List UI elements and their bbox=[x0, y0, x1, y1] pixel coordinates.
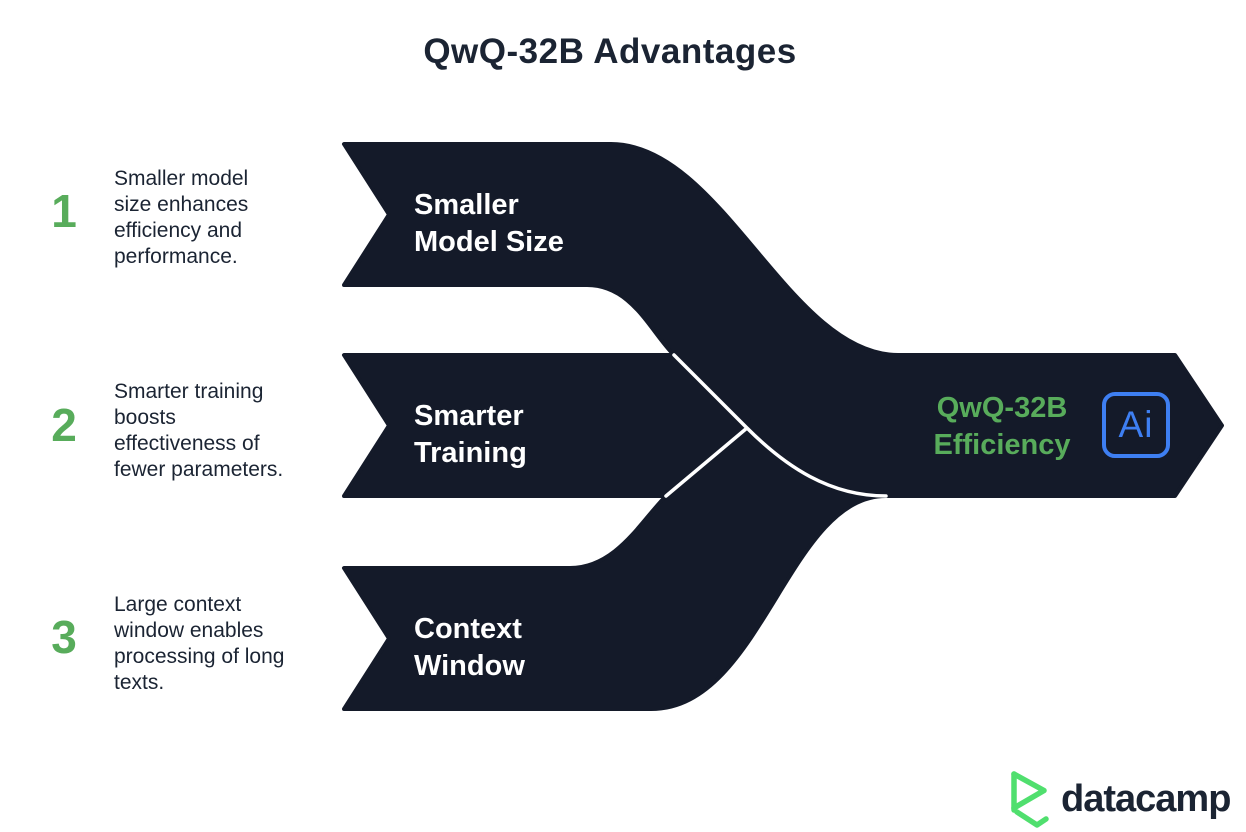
step-description-1: Smaller model size enhances efficiency a… bbox=[114, 167, 249, 268]
step-number-2: 2 bbox=[51, 399, 77, 451]
step-number-3: 3 bbox=[51, 611, 77, 663]
band-separator-lines bbox=[664, 353, 888, 498]
step-description-3: Large context window enables processing … bbox=[114, 593, 285, 694]
page-title: QwQ-32B Advantages bbox=[423, 32, 797, 71]
arrow-bands-shape bbox=[342, 142, 1224, 711]
band-label-smarter-training: Smarter Training bbox=[414, 400, 527, 469]
band-label-context-window: Context Window bbox=[414, 613, 525, 682]
datacamp-logo-icon bbox=[1011, 771, 1049, 828]
result-label: QwQ-32B Efficiency bbox=[933, 392, 1071, 461]
step-description-2: Smarter training boosts effectiveness of… bbox=[114, 380, 284, 481]
brand-wordmark: datacamp bbox=[1061, 777, 1231, 820]
ai-badge-text: Ai bbox=[1118, 404, 1154, 445]
ai-badge-icon: Ai bbox=[1102, 392, 1170, 458]
step-number-1: 1 bbox=[51, 185, 77, 237]
brand-logo: datacamp bbox=[1003, 770, 1231, 828]
band-label-smaller-model-size: Smaller Model Size bbox=[414, 189, 564, 258]
